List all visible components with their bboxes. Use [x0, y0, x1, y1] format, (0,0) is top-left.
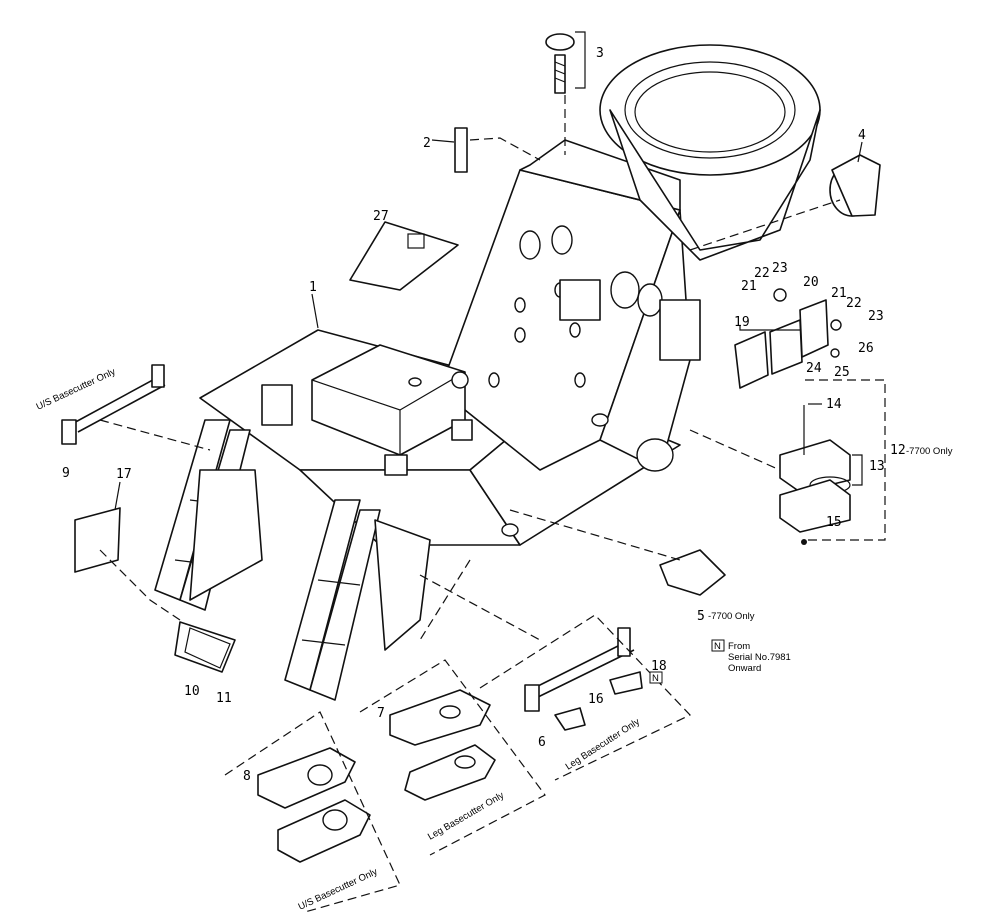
part-6-16-18-bar — [524, 627, 643, 731]
callout-21a: 21 — [741, 279, 757, 294]
callout-9: 9 — [62, 466, 70, 481]
callout-11: 11 — [216, 691, 232, 706]
from-line-3: Onward — [728, 663, 761, 674]
callout-16: 16 — [588, 692, 604, 707]
part-19-26-brackets — [734, 288, 842, 389]
callout-7: 7 — [377, 706, 385, 721]
callout-1: 1 — [309, 280, 317, 295]
note-us-basecutter-bottom: U/S Basecutter Only — [297, 866, 380, 912]
callout-23b: 23 — [868, 309, 884, 324]
from-badge: N — [714, 641, 721, 652]
callout-21b: 21 — [831, 286, 847, 301]
callout-18: 18 — [651, 659, 667, 674]
callout-22b: 22 — [846, 296, 862, 311]
note-leg-basecutter-7: Leg Basecutter Only — [426, 790, 506, 843]
part-2-pin — [431, 127, 468, 173]
callout-3: 3 — [596, 46, 604, 61]
note-7700-only-5: -7700 Only — [708, 611, 755, 622]
callout-4: 4 — [858, 128, 866, 143]
callout-26: 26 — [858, 341, 874, 356]
callout-8: 8 — [243, 769, 251, 784]
from-line-2: Serial No.7981 — [728, 652, 791, 663]
callout-22a: 22 — [754, 266, 770, 281]
part-7-bracket — [389, 689, 496, 801]
part-17-plate — [74, 507, 121, 573]
callout-20: 20 — [803, 275, 819, 290]
part-5-bracket — [659, 549, 726, 596]
part-3-cap-bolt — [545, 31, 586, 94]
callout-5: 5 — [697, 609, 705, 624]
callout-25: 25 — [834, 365, 850, 380]
from-line-1: From — [728, 641, 750, 652]
callout-numbers: 1 2 3 4 5 6 7 8 9 10 11 12 13 14 15 16 1… — [62, 46, 906, 784]
callout-27: 27 — [373, 209, 389, 224]
callout-19: 19 — [734, 315, 750, 330]
callout-17: 17 — [116, 467, 132, 482]
note-7700-only-12: -7700 Only — [906, 446, 953, 457]
callout-12: 12 — [890, 443, 906, 458]
callout-14: 14 — [826, 397, 842, 412]
callout-13: 13 — [869, 459, 885, 474]
callout-15: 15 — [826, 515, 842, 530]
callout-2: 2 — [423, 136, 431, 151]
callout-10: 10 — [184, 684, 200, 699]
callout-24: 24 — [806, 361, 822, 376]
part-10-11-plate — [174, 621, 236, 673]
dashed-guides — [99, 95, 841, 912]
callout-6: 6 — [538, 735, 546, 750]
part-9-bar — [61, 364, 166, 445]
main-frame — [154, 44, 821, 701]
part-27-decal — [349, 221, 459, 291]
part-8-bracket — [257, 747, 371, 863]
badge-18-box — [649, 671, 663, 684]
badge-18: N — [652, 673, 659, 684]
callout-23a: 23 — [772, 261, 788, 276]
from-badge-box — [711, 639, 725, 652]
part-4-bushing — [829, 154, 881, 217]
part-12-15-bearing-block — [779, 379, 886, 545]
